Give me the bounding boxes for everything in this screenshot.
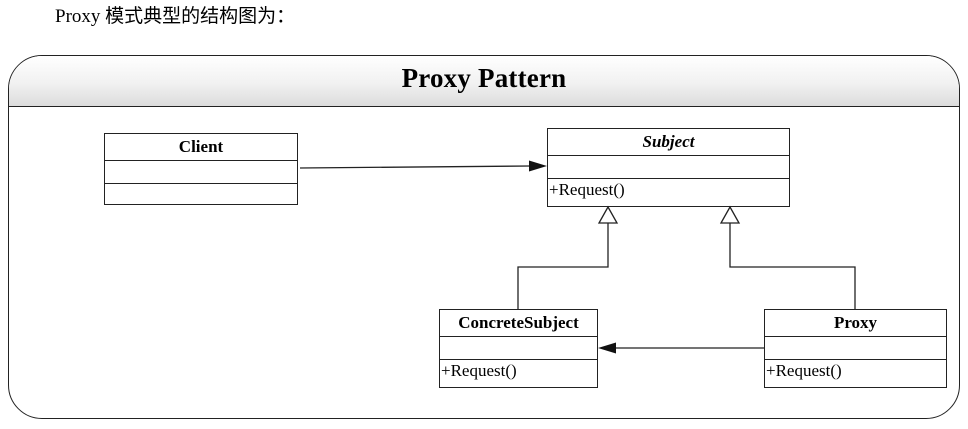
- proxy-class: Proxy +Request(): [764, 309, 947, 388]
- diagram-header: Proxy Pattern: [9, 56, 959, 107]
- subject-class: Subject +Request(): [547, 128, 790, 207]
- concrete-subject-class-operation: +Request(): [441, 361, 517, 380]
- concrete-subject-class: ConcreteSubject +Request(): [439, 309, 598, 388]
- intro-text: Proxy 模式典型的结构图为：: [55, 6, 296, 27]
- concrete-subject-class-name: ConcreteSubject: [440, 310, 597, 337]
- concrete-subject-class-attributes: [440, 337, 597, 360]
- proxy-class-operation: +Request(): [766, 361, 842, 380]
- proxy-class-attributes: [765, 337, 946, 360]
- client-class-attributes: [105, 161, 297, 184]
- subject-class-operation: +Request(): [549, 180, 625, 199]
- client-class-name: Client: [105, 134, 297, 161]
- client-class: Client: [104, 133, 298, 205]
- client-class-operations: [105, 184, 297, 205]
- subject-class-name: Subject: [548, 129, 789, 156]
- diagram-title: Proxy Pattern: [401, 63, 567, 93]
- subject-class-attributes: [548, 156, 789, 179]
- proxy-class-name: Proxy: [765, 310, 946, 337]
